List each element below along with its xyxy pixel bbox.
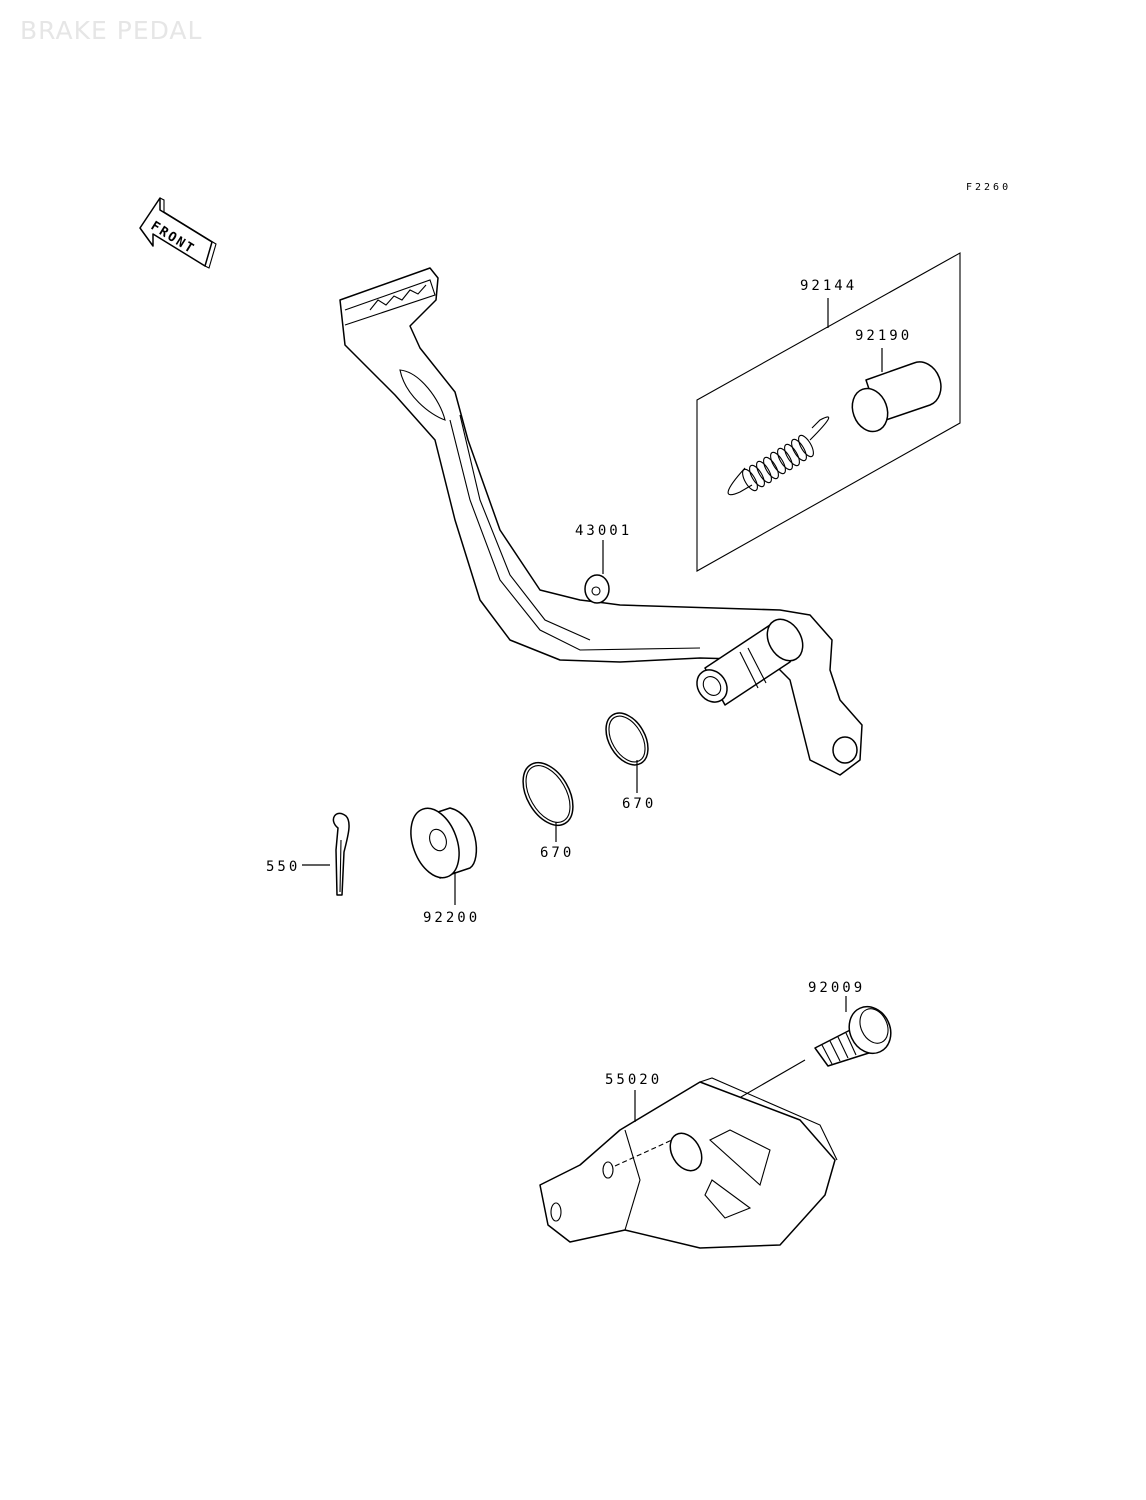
callout-670-upper: 670 xyxy=(622,796,656,812)
bolt-92009: 92009 xyxy=(674,980,892,1136)
washer-92200: 92200 xyxy=(410,807,480,926)
callout-92144: 92144 xyxy=(800,278,857,294)
front-arrow-icon: FRONT xyxy=(139,197,217,269)
figure-code: F2260 xyxy=(966,182,1011,193)
callout-55020: 55020 xyxy=(605,1072,662,1088)
callout-92009: 92009 xyxy=(808,980,865,996)
callout-92190: 92190 xyxy=(855,328,912,344)
spring-kit-92144: 92144 92190 xyxy=(696,252,961,572)
callout-43001: 43001 xyxy=(575,523,632,539)
collar-92190 xyxy=(851,361,942,433)
pedal-guard-55020: 55020 xyxy=(539,1072,838,1249)
brake-pedal-43001: 43001 xyxy=(339,267,863,776)
callout-550: 550 xyxy=(266,859,300,875)
callout-670-lower: 670 xyxy=(540,845,574,861)
cotter-pin-550: 550 xyxy=(266,812,350,896)
return-spring xyxy=(727,416,830,496)
o-ring-670-lower: 670 xyxy=(522,761,574,861)
o-ring-670-upper: 670 xyxy=(605,712,656,812)
callout-92200: 92200 xyxy=(423,910,480,926)
page-title-watermark: BRAKE PEDAL xyxy=(20,16,203,45)
